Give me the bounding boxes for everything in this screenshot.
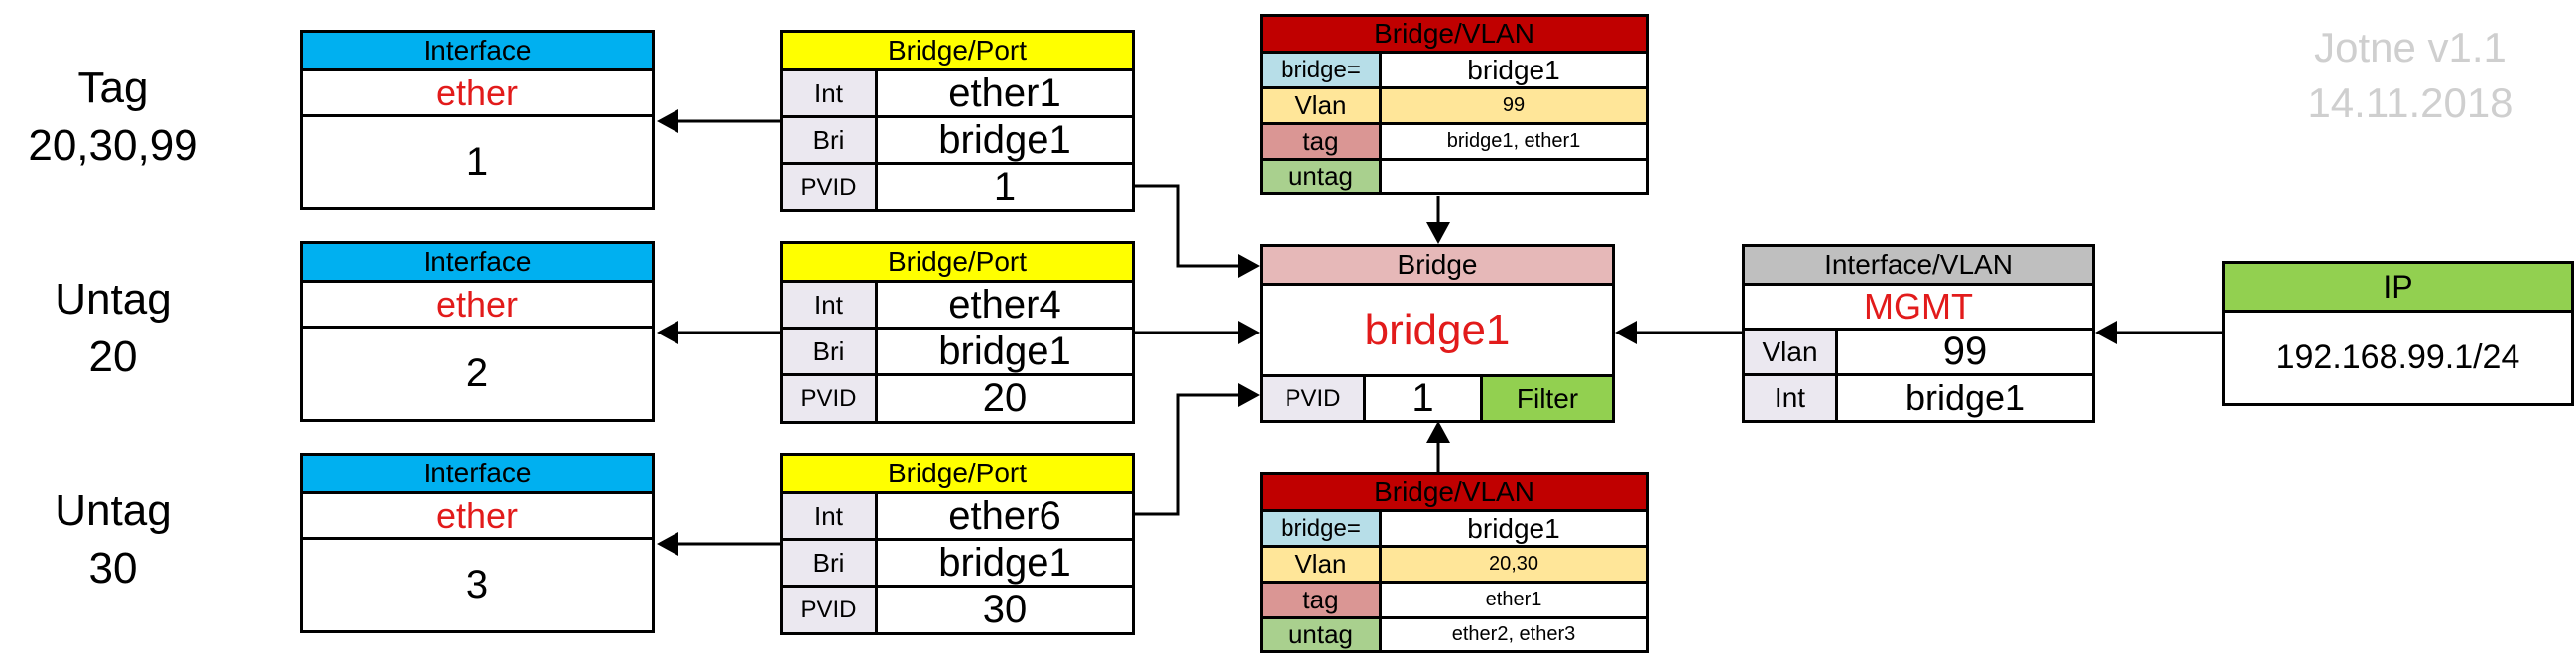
ip-address: 192.168.99.1/24	[2275, 338, 2520, 376]
int-value: ether4	[948, 283, 1061, 327]
bridge-pvid-label: PVID	[1263, 377, 1366, 420]
int-label: Int	[1745, 376, 1838, 420]
pvid-label: PVID	[783, 165, 878, 209]
interface-header: Interface	[423, 246, 532, 277]
bridge-port-box-3: Bridge/Port Int ether6 Bri bridge1 PVID 30	[780, 453, 1135, 635]
bridge-port-box-1: Bridge/Port Int ether1 Bri bridge1 PVID 1	[780, 30, 1135, 212]
untag-label: untag	[1263, 619, 1382, 650]
bridge-eq-label: bridge=	[1263, 512, 1382, 545]
interface-name: ether	[435, 494, 519, 536]
interface-header: Interface	[423, 458, 532, 488]
bridge-eq-value: bridge1	[1467, 54, 1560, 85]
bridge-port-box-2: Bridge/Port Int ether4 Bri bridge1 PVID 20	[780, 241, 1135, 424]
interface-number: 3	[465, 563, 489, 606]
bri-value: bridge1	[938, 330, 1071, 373]
tag-label: tag	[1263, 584, 1382, 616]
int-value: ether1	[948, 71, 1061, 115]
interface-box-3: Interface ether 3	[300, 453, 655, 633]
bridge-name: bridge1	[1364, 305, 1511, 354]
int-label: Int	[783, 494, 878, 538]
bridge-eq-value: bridge1	[1467, 512, 1560, 544]
bridge-eq-label: bridge=	[1263, 54, 1382, 86]
bridge-port-header: Bridge/Port	[887, 458, 1028, 488]
untag-value: ether2, ether3	[1451, 623, 1576, 645]
interface-number: 2	[465, 351, 489, 395]
ip-header: IP	[2383, 268, 2413, 305]
untag-value	[1382, 161, 1646, 192]
arrow-port1-to-bridge	[1133, 184, 1244, 268]
bridge-port-header: Bridge/Port	[887, 35, 1028, 66]
vlan-value: 99	[1382, 89, 1646, 122]
version-watermark: Jotne v1.1 14.11.2018	[2281, 20, 2539, 131]
pvid-value: 1	[993, 165, 1017, 208]
vlan-label: Vlan	[1263, 89, 1382, 122]
bridge-box: Bridge bridge1 PVID 1 Filter	[1260, 244, 1615, 423]
bridge-port-header: Bridge/Port	[887, 246, 1028, 277]
vlan-value: 20,30	[1382, 548, 1646, 581]
interface-number: 1	[465, 140, 489, 184]
interface-box-1: Interface ether 1	[300, 30, 655, 210]
bri-label: Bri	[783, 541, 878, 585]
pvid-label: PVID	[783, 376, 878, 421]
bri-label: Bri	[783, 118, 878, 162]
interface-name: ether	[435, 71, 519, 113]
int-label: Int	[783, 71, 878, 115]
tag-value: bridge1, ether1	[1446, 130, 1581, 152]
interface-vlan-header: Interface/VLAN	[1824, 249, 2013, 280]
vlan-label: Vlan	[1745, 331, 1838, 373]
bridge-filter: Filter	[1483, 377, 1612, 420]
int-value: ether6	[948, 494, 1061, 538]
tag-value: ether1	[1485, 589, 1542, 610]
bridge-header: Bridge	[1397, 249, 1478, 280]
int-value: bridge1	[1904, 377, 2025, 418]
bri-value: bridge1	[938, 541, 1071, 585]
bri-label: Bri	[783, 330, 878, 373]
bridge-vlan-header: Bridge/VLAN	[1374, 18, 1534, 49]
pvid-value: 20	[982, 376, 1028, 420]
interface-header: Interface	[423, 35, 532, 66]
arrow-port3-to-bridge	[1133, 393, 1244, 516]
bridge-pvid-value: 1	[1366, 377, 1483, 420]
vlan-label: Vlan	[1263, 548, 1382, 581]
interface-box-2: Interface ether 2	[300, 241, 655, 422]
interface-vlan-box: Interface/VLAN MGMT Vlan 99 Int bridge1	[1742, 244, 2095, 423]
ip-box: IP 192.168.99.1/24	[2222, 261, 2574, 406]
tag-label: tag	[1263, 125, 1382, 158]
interface-name: ether	[435, 283, 519, 325]
date-text: 14.11.2018	[2307, 79, 2514, 126]
pvid-label: PVID	[783, 588, 878, 632]
vlan-value: 99	[1942, 331, 1988, 373]
version-text: Jotne v1.1	[2314, 24, 2507, 70]
bridge-vlan-header: Bridge/VLAN	[1374, 476, 1534, 507]
int-label: Int	[783, 283, 878, 327]
untag-label: untag	[1263, 161, 1382, 192]
interface-vlan-name: MGMT	[1864, 286, 1973, 327]
bri-value: bridge1	[938, 118, 1071, 162]
pvid-value: 30	[982, 588, 1028, 631]
